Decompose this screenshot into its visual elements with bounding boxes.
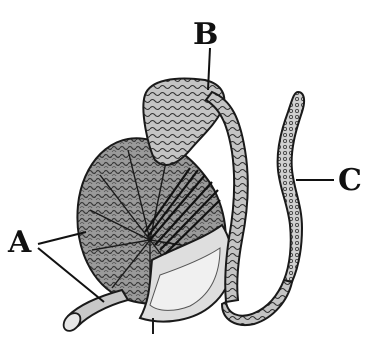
label-a: A [7, 225, 32, 260]
label-b: B [193, 17, 218, 52]
label-c: C [338, 163, 362, 198]
label-c-group: C [296, 163, 362, 198]
vas-deferens [278, 92, 304, 282]
